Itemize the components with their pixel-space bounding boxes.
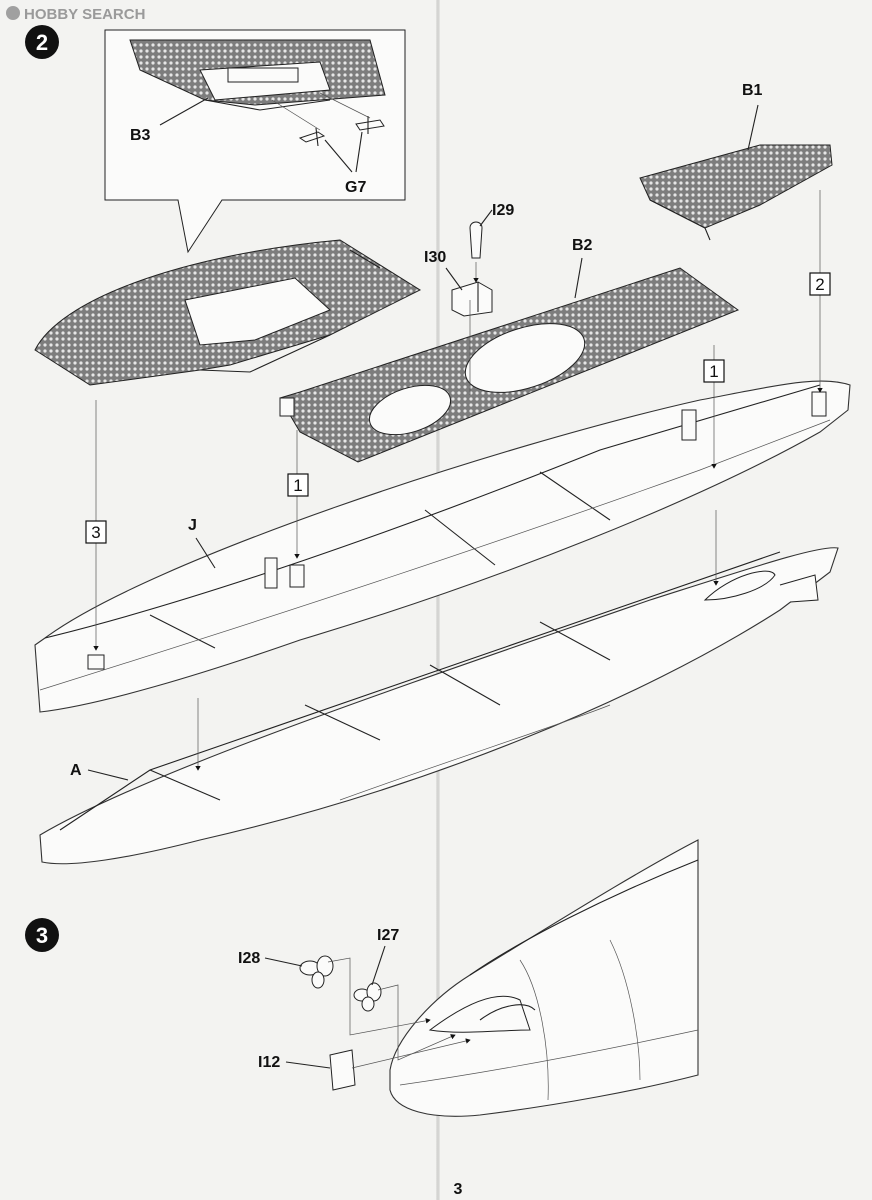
stern-closeup [389,839,699,1117]
deck-b1 [639,144,833,241]
svg-text:2: 2 [815,275,824,294]
detail-inset: B3 G7 [104,29,406,254]
step-2-badge: 2 [25,25,59,59]
deck-b3 [34,239,422,386]
svg-text:3: 3 [91,523,100,542]
g7-brackets [271,92,385,147]
hull-j [34,380,851,713]
part-i12-rudder [329,1049,356,1091]
label-a: A [70,762,82,779]
callout-3: 3 [85,520,107,544]
watermark-text: HOBBY SEARCH [24,6,145,23]
step-2-number: 2 [36,30,48,55]
page-fold-crease [436,0,440,1200]
step-3-number: 3 [36,923,48,948]
page-number: 3 [454,1181,463,1198]
part-i28-propeller [299,955,334,989]
watermark-logo: HOBBY SEARCH [6,6,145,23]
label-i12: I12 [258,1054,280,1071]
label-b1: B1 [742,82,763,99]
deck-b2 [279,267,740,463]
label-i29: I29 [492,202,514,219]
svg-text:1: 1 [709,362,718,381]
label-g7: G7 [345,179,366,196]
step-3-badge: 3 [25,918,59,952]
svg-text:1: 1 [293,476,302,495]
label-i28: I28 [238,950,260,967]
label-i30: I30 [424,249,446,266]
part-i27-propeller [353,982,382,1012]
callout-1-right: 1 [703,359,725,383]
label-i27: I27 [377,927,399,944]
label-b3: B3 [130,127,151,144]
part-i30 [451,281,493,317]
callout-2: 2 [809,272,831,296]
callout-1-left: 1 [287,473,309,497]
part-i29 [469,221,483,259]
label-b2: B2 [572,237,593,254]
label-j: J [188,517,197,534]
